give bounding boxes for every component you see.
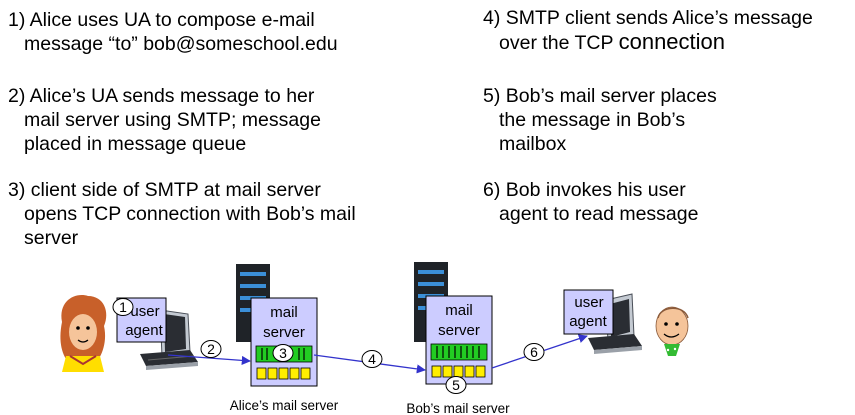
bob-mailboxes bbox=[431, 365, 486, 378]
marker-6: 6 bbox=[523, 343, 545, 361]
step-6-text: 6) Bob invokes his user agent to read me… bbox=[483, 178, 698, 226]
step-4-line-2-text: over the TCP bbox=[499, 32, 619, 54]
alice-server-label-line1: mail bbox=[270, 304, 298, 321]
arrow-ua-to-alice-server bbox=[167, 354, 251, 365]
step-3-line-2: opens TCP connection with Bob’s mail bbox=[24, 203, 356, 225]
bob-person-icon bbox=[655, 306, 689, 356]
alice-server-label-line2: server bbox=[263, 324, 305, 341]
bob-computer-icon bbox=[588, 293, 642, 354]
step-2-line-2: mail server using SMTP; message bbox=[24, 109, 321, 131]
marker-4: 4 bbox=[361, 350, 383, 368]
marker-5: 5 bbox=[445, 376, 467, 394]
bob-server-label-line2: server bbox=[438, 322, 480, 339]
step-5-text: 5) Bob’s mail server places the message … bbox=[483, 84, 717, 156]
marker-2-label: 2 bbox=[207, 341, 215, 357]
step-2-line-3: placed in message queue bbox=[24, 133, 247, 155]
step-4-line-1: 4) SMTP client sends Alice’s message bbox=[483, 7, 813, 29]
step-2-line-1: 2) Alice’s UA sends message to her bbox=[8, 85, 315, 107]
alice-person-icon bbox=[60, 295, 107, 372]
step-1-line-2: message “to” bob@someschool.edu bbox=[24, 33, 338, 55]
marker-2: 2 bbox=[200, 340, 222, 358]
step-4-text: 4) SMTP client sends Alice’s message ove… bbox=[483, 6, 813, 55]
step-5-line-2: the message in Bob’s bbox=[499, 109, 686, 131]
step-1-line-1: 1) Alice uses UA to compose e-mail bbox=[8, 9, 315, 31]
marker-1: 1 bbox=[112, 298, 134, 316]
step-5-line-3: mailbox bbox=[499, 133, 567, 155]
alice-server-caption: Alice’s mail server bbox=[230, 398, 339, 413]
alice-ua-label-line1: user bbox=[130, 303, 159, 320]
marker-3: 3 bbox=[272, 344, 294, 362]
step-6-line-1: 6) Bob invokes his user bbox=[483, 179, 686, 201]
marker-1-label: 1 bbox=[119, 299, 127, 315]
marker-3-label: 3 bbox=[279, 345, 287, 361]
bob-user-agent-box: user agent bbox=[563, 289, 614, 335]
step-2-text: 2) Alice’s UA sends message to her mail … bbox=[8, 84, 321, 156]
marker-4-label: 4 bbox=[368, 351, 376, 367]
bob-server-caption: Bob’s mail server bbox=[406, 401, 510, 415]
bob-mail-server-box: mail server bbox=[425, 295, 493, 385]
step-6-line-2: agent to read message bbox=[499, 203, 699, 225]
marker-6-label: 6 bbox=[530, 344, 538, 360]
step-3-line-3: server bbox=[24, 227, 79, 249]
marker-5-label: 5 bbox=[452, 377, 460, 393]
bob-ua-label-line1: user bbox=[574, 294, 603, 311]
alice-mailboxes bbox=[256, 367, 311, 380]
alice-ua-label-line2: agent bbox=[125, 322, 163, 339]
bob-server-label-line1: mail bbox=[445, 302, 473, 319]
step-1-text: 1) Alice uses UA to compose e-mail messa… bbox=[8, 8, 338, 56]
step-4-line-2: over the TCP connection bbox=[483, 30, 813, 55]
step-3-line-1: 3) client side of SMTP at mail server bbox=[8, 179, 321, 201]
bob-ua-label-line2: agent bbox=[569, 313, 607, 330]
step-5-line-1: 5) Bob’s mail server places bbox=[483, 85, 717, 107]
step-3-text: 3) client side of SMTP at mail server op… bbox=[8, 178, 356, 250]
step-4-emphasis: connection bbox=[618, 29, 726, 54]
alice-user-agent-box: user agent bbox=[116, 297, 167, 343]
alice-mail-server-box: mail server bbox=[250, 297, 318, 387]
